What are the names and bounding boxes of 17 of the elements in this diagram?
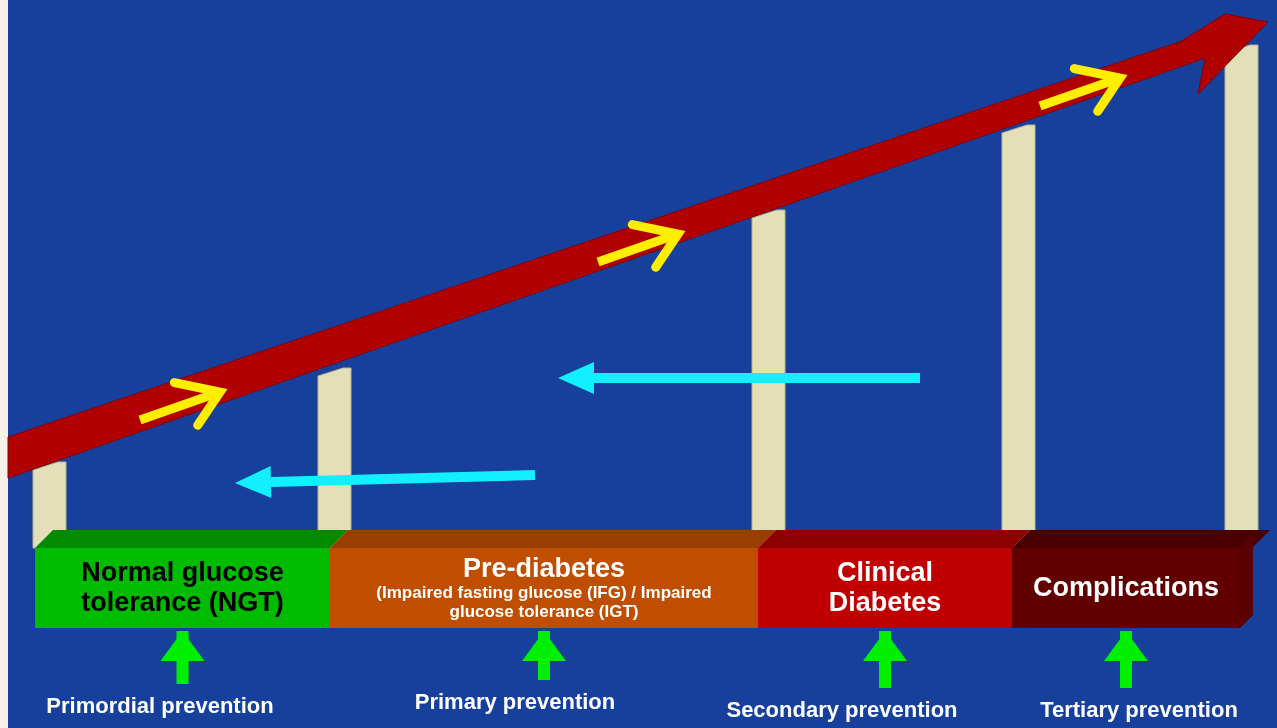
up-arrow — [160, 631, 205, 684]
prevention-label: Primary prevention — [414, 689, 616, 715]
stage-title: Clinical Diabetes — [827, 558, 943, 618]
stage-title: Normal glucose tolerance (NGT) — [80, 558, 285, 618]
up-arrow — [863, 631, 907, 688]
stage-title: Pre-diabetes — [462, 554, 626, 585]
stage-box — [35, 548, 330, 628]
stage-box — [330, 548, 758, 628]
stage-box — [1012, 548, 1240, 628]
stage-title: Complications — [1033, 573, 1219, 603]
stage-box — [758, 548, 1012, 628]
prevention-label: Primordial prevention — [46, 693, 274, 719]
up-arrow — [522, 631, 566, 680]
prevention-label: Tertiary prevention — [1040, 697, 1238, 723]
stage-subtitle: (Impaired fasting glucose (IFG) / Impaired glucose tolerance (IGT) — [375, 584, 713, 622]
prevention-label: Secondary prevention — [726, 697, 958, 723]
up-arrow — [1104, 631, 1148, 688]
